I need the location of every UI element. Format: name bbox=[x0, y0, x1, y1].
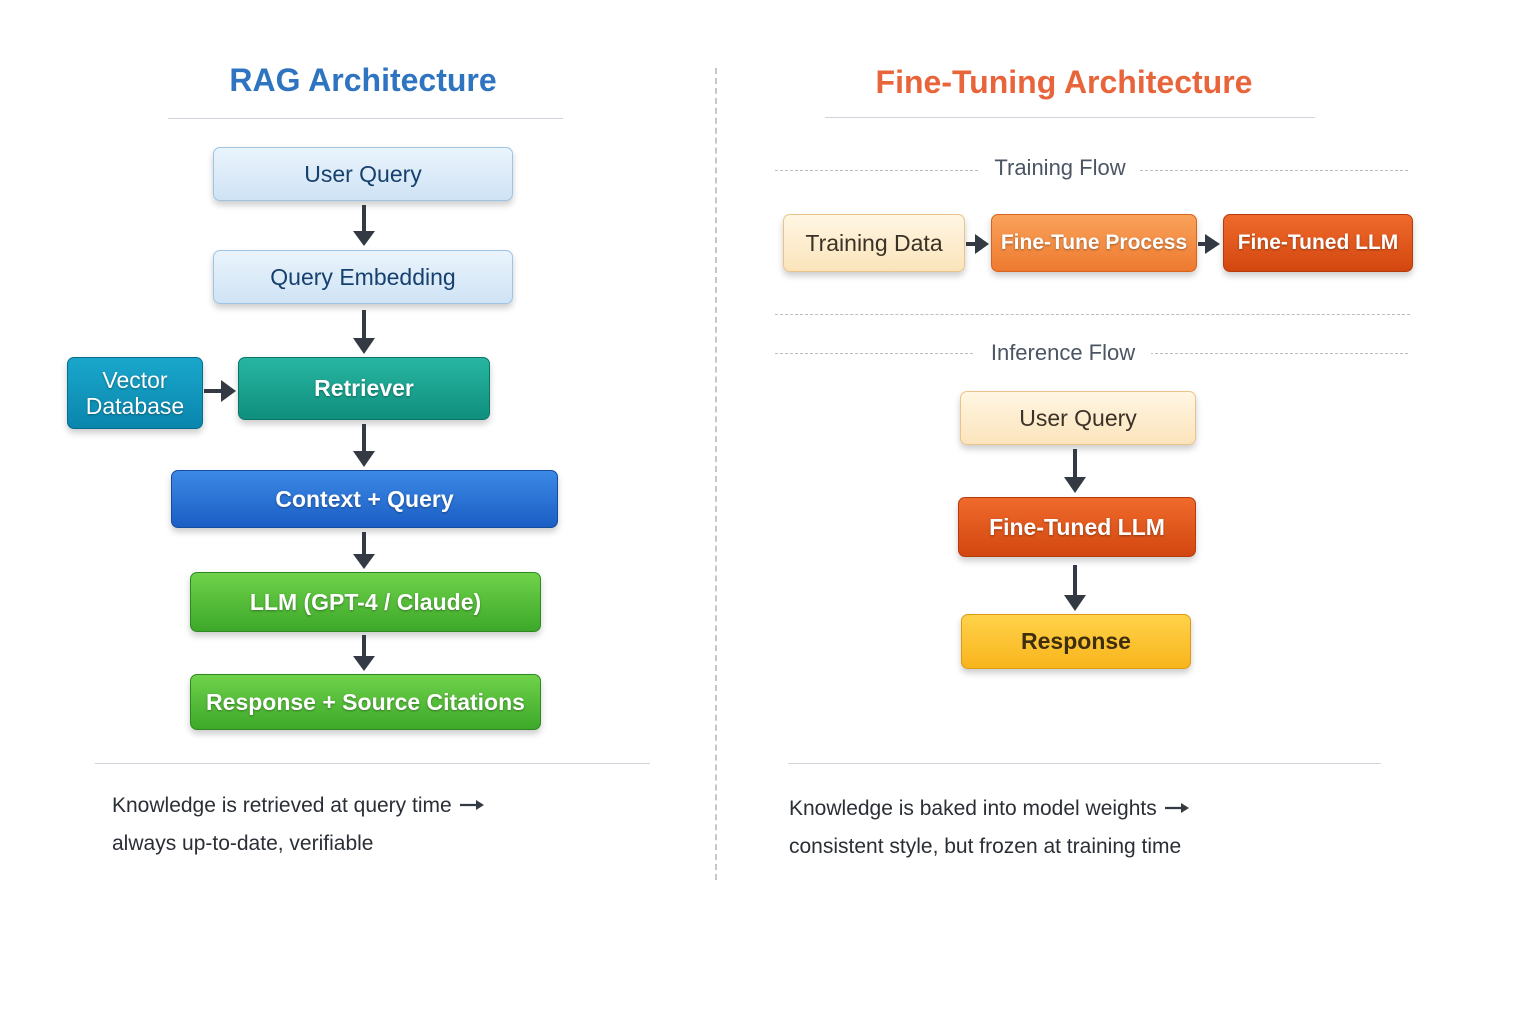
rag-vector-database-node: Vector Database bbox=[67, 357, 203, 429]
fine-tuning-note-line2: consistent style, but frozen at training… bbox=[789, 835, 1182, 859]
rag-query-embedding-label: Query Embedding bbox=[270, 263, 456, 290]
arrow-inference-llm-to-response bbox=[1064, 565, 1086, 611]
rag-retriever-node: Retriever bbox=[238, 357, 490, 420]
inference-fine-tuned-llm-label: Fine-Tuned LLM bbox=[989, 513, 1165, 540]
rag-title: RAG Architecture bbox=[229, 62, 497, 98]
fine-tuning-title: Fine-Tuning Architecture bbox=[875, 64, 1253, 100]
right-arrow-icon bbox=[458, 787, 486, 825]
rag-llm-label: LLM (GPT-4 / Claude) bbox=[249, 588, 482, 615]
rag-context-query-label: Context + Query bbox=[275, 485, 454, 512]
inference-user-query-label: User Query bbox=[1019, 404, 1137, 431]
arrow-inference-query-to-llm bbox=[1064, 449, 1086, 493]
rag-vector-database-label-line1: Vector bbox=[102, 366, 168, 393]
arrow-retriever-to-context bbox=[353, 424, 375, 467]
fine-tune-process-label: Fine-Tune Process bbox=[1000, 230, 1188, 254]
training-data-node: Training Data bbox=[783, 214, 965, 272]
right-arrow-icon bbox=[1163, 790, 1191, 828]
fine-tuning-note: Knowledge is baked into model weights co… bbox=[789, 790, 1191, 866]
inference-response-label: Response bbox=[1021, 628, 1131, 655]
rag-note: Knowledge is retrieved at query time alw… bbox=[112, 787, 486, 863]
rag-user-query-label: User Query bbox=[304, 160, 422, 187]
rag-bottom-divider bbox=[95, 763, 650, 764]
rag-vector-database-label-line2: Database bbox=[85, 393, 185, 419]
rag-response-node: Response + Source Citations bbox=[190, 674, 541, 730]
training-fine-tuned-llm-label: Fine-Tuned LLM bbox=[1237, 230, 1399, 254]
rag-context-query-node: Context + Query bbox=[171, 470, 558, 528]
training-flow-label: Training Flow bbox=[980, 155, 1140, 181]
fine-tune-process-node: Fine-Tune Process bbox=[991, 214, 1197, 272]
arrow-process-to-fine-tuned-llm bbox=[1198, 234, 1220, 254]
flow-separator-dashed-line bbox=[775, 314, 1410, 315]
arrow-user-query-to-embedding bbox=[353, 205, 375, 246]
arrow-vector-db-to-retriever bbox=[204, 380, 236, 402]
rag-note-line1: Knowledge is retrieved at query time bbox=[112, 794, 452, 817]
rag-query-embedding-node: Query Embedding bbox=[213, 250, 513, 304]
fine-tuning-note-line1-row: Knowledge is baked into model weights bbox=[789, 790, 1191, 828]
rag-note-line1-row: Knowledge is retrieved at query time bbox=[112, 787, 486, 825]
fine-tuning-note-line1: Knowledge is baked into model weights bbox=[789, 797, 1157, 820]
arrow-context-to-llm bbox=[353, 532, 375, 569]
training-fine-tuned-llm-node: Fine-Tuned LLM bbox=[1223, 214, 1413, 272]
arrow-llm-to-response bbox=[353, 635, 375, 671]
rag-response-label: Response + Source Citations bbox=[206, 688, 525, 715]
inference-user-query-node: User Query bbox=[960, 391, 1196, 445]
arrow-training-data-to-process bbox=[966, 234, 989, 254]
rag-retriever-label: Retriever bbox=[314, 375, 414, 402]
rag-user-query-node: User Query bbox=[213, 147, 513, 201]
rag-note-line2: always up-to-date, verifiable bbox=[112, 832, 374, 856]
rag-llm-node: LLM (GPT-4 / Claude) bbox=[190, 572, 541, 632]
inference-response-node: Response bbox=[961, 614, 1191, 669]
inference-flow-label: Inference Flow bbox=[975, 340, 1151, 366]
fine-tuning-bottom-divider bbox=[788, 763, 1381, 764]
rag-title-underline bbox=[168, 118, 563, 119]
center-divider bbox=[715, 68, 717, 880]
training-data-label: Training Data bbox=[805, 229, 943, 256]
inference-fine-tuned-llm-node: Fine-Tuned LLM bbox=[958, 497, 1196, 557]
arrow-embedding-to-retriever bbox=[353, 310, 375, 354]
fine-tuning-title-underline bbox=[825, 117, 1315, 118]
